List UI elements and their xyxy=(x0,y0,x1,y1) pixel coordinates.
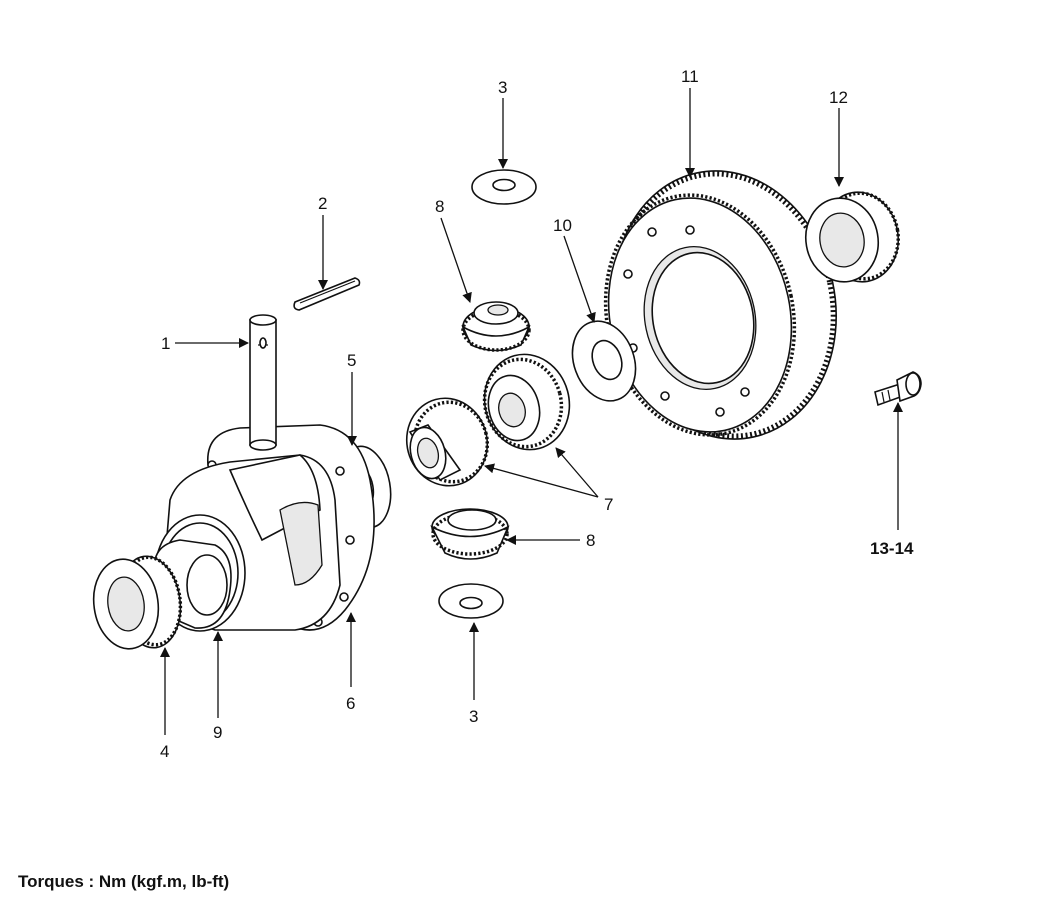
pinion-shaft xyxy=(249,314,277,451)
bolt xyxy=(874,371,922,407)
bearing-right xyxy=(805,191,900,283)
pinion-gear-bottom xyxy=(430,508,510,560)
label-washer-case: 5 xyxy=(347,351,356,370)
thrust-washer-top xyxy=(471,169,537,205)
pinion-gear-top xyxy=(461,301,531,352)
bearing-left xyxy=(92,555,183,650)
label-bearing-left: 4 xyxy=(160,742,169,761)
label-bolt: 13-14 xyxy=(870,539,914,558)
label-pin: 2 xyxy=(318,194,327,213)
label-shaft: 1 xyxy=(161,334,170,353)
label-washer-top: 3 xyxy=(498,78,507,97)
label-bearing-right: 12 xyxy=(829,88,848,107)
side-gear-upper xyxy=(482,353,571,451)
label-ring-gear: 11 xyxy=(681,67,699,86)
thrust-washer-side xyxy=(571,320,637,402)
label-washer-side: 10 xyxy=(553,216,572,235)
torque-footnote: Torques : Nm (kgf.m, lb-ft) xyxy=(18,872,230,891)
callout-labels: 1 2 3 8 10 11 12 5 7 8 13-14 3 6 9 4 xyxy=(160,67,914,761)
label-case-flange: 6 xyxy=(346,694,355,713)
label-washer-bottom: 3 xyxy=(469,707,478,726)
side-gear-lower xyxy=(405,397,490,487)
label-pinion-bottom: 8 xyxy=(586,531,595,550)
thrust-washer-bottom xyxy=(438,583,504,619)
label-side-gears: 7 xyxy=(604,495,613,514)
label-pinion-top: 8 xyxy=(435,197,444,216)
lock-pin xyxy=(293,277,361,311)
label-case-body: 9 xyxy=(213,723,222,742)
ring-gear xyxy=(603,170,837,440)
leader-lines xyxy=(160,88,903,735)
differential-case xyxy=(153,314,375,632)
